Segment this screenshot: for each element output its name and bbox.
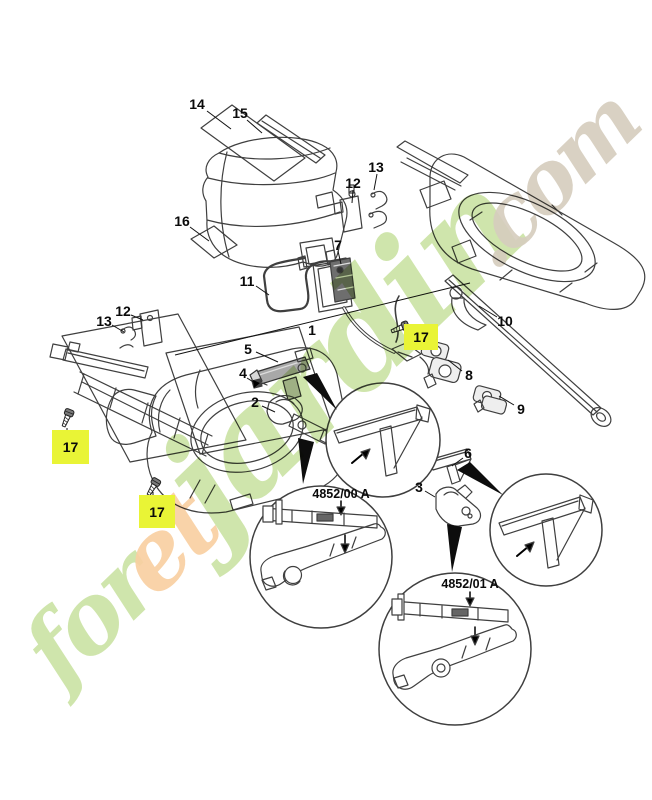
- label-sheet-16: [190, 225, 238, 259]
- pointer-to-circle-left: [303, 373, 337, 410]
- detail-circle-4852-01: [378, 572, 532, 726]
- main-handle-housing: [105, 347, 350, 514]
- pointer-to-circle-right: [457, 462, 503, 495]
- switch-wire: [342, 295, 400, 354]
- cable-loop-11: [262, 256, 344, 313]
- pointer-to-circle-4852-00: [298, 438, 314, 484]
- detail-circle-4852-00: [249, 485, 393, 629]
- bracket-12-left: [131, 309, 163, 347]
- pointer-to-circle-4852-01: [447, 524, 462, 572]
- switch-assembly-7: [312, 257, 356, 313]
- detail-circle-handle-left: [325, 382, 441, 498]
- pointer-triangles: [298, 373, 503, 572]
- trim-strip-15: [256, 114, 326, 164]
- left-guide-rail: [49, 341, 213, 457]
- detail-circle-handle-right: [489, 473, 603, 587]
- spring-pins-13-top: [368, 190, 388, 229]
- screw-17-left: [58, 407, 76, 429]
- connector-plug: [391, 342, 430, 375]
- motor-housing-cover: [202, 136, 348, 271]
- clamp-9: [472, 385, 508, 415]
- grip-piece-3: [435, 484, 482, 527]
- drive-tube-rail: [444, 274, 612, 427]
- left-mounting-panel: [61, 313, 247, 463]
- spring-13-left: [119, 326, 137, 349]
- right-handle-housing: [396, 140, 646, 310]
- label-sheet-14: [200, 104, 306, 182]
